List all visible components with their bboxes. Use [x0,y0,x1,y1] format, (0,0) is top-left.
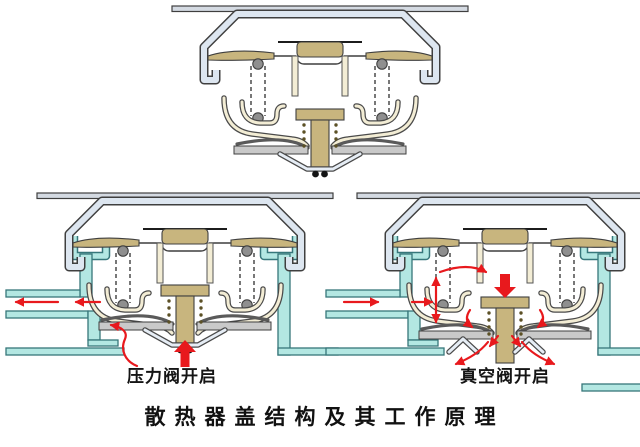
caption-vacuum-valve: 真空阀开启 [460,367,550,386]
coolant-flow-arrows [14,297,196,368]
radiator-cap-structure-diagram [172,6,468,177]
tank-surface-lower-right [581,383,640,392]
wing-caret-left [488,334,500,348]
page-title: 散热器盖结构及其工作原理 [144,406,505,429]
flow-through-seat-arrow [109,321,139,368]
top-sweep-arrow [438,263,488,274]
vacuum-valve-open-diagram [326,193,640,392]
vacuum-down-arrow [494,274,516,298]
stem-hook-arrow-left [462,308,474,329]
wing-caret-right [510,334,522,348]
stem-hook-arrow-right [536,308,548,329]
pressure-valve-open-diagram [6,193,338,368]
caption-pressure-valve: 压力阀开启 [127,367,217,386]
valve-outflow-arrow-left [454,340,490,366]
coolant-flow-arrows [342,263,556,366]
valve-outflow-arrow-right [520,340,556,366]
pressure-up-arrow [174,340,196,367]
